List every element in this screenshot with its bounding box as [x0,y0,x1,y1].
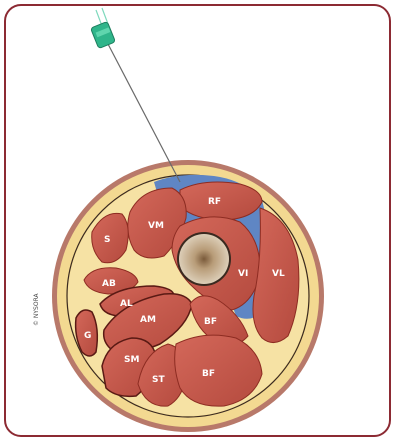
label-rf: RF [208,197,221,207]
label-g: G [84,331,91,341]
label-st: ST [152,375,165,385]
label-am: AM [140,315,156,325]
femur-bone [179,234,229,284]
label-bf-long: BF [202,369,215,379]
label-ab: AB [102,279,116,289]
credit-text: © NYSORA [33,292,40,326]
label-vl: VL [272,269,285,279]
label-sm: SM [124,355,139,365]
label-vm: VM [148,221,164,231]
thigh-cross-section-diagram: RF VM VI VL S AB AL AM G BF SM ST BF © N… [4,4,391,437]
figure-frame: RF VM VI VL S AB AL AM G BF SM ST BF © N… [4,4,391,437]
label-vi: VI [238,269,248,279]
label-bf-short: BF [204,317,217,327]
label-al: AL [120,299,133,309]
label-s: S [104,235,110,245]
